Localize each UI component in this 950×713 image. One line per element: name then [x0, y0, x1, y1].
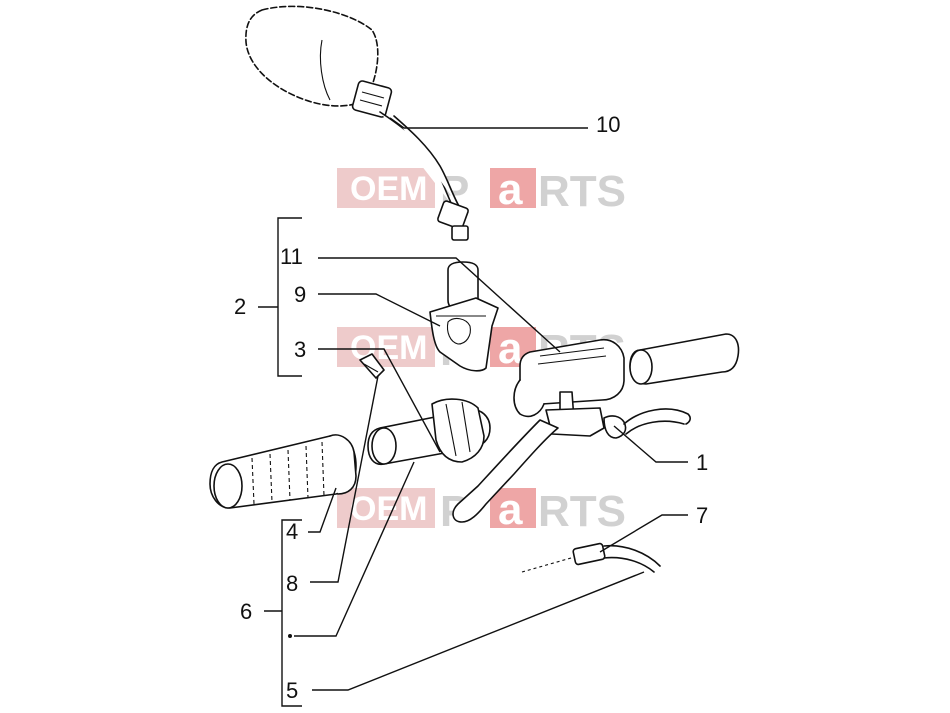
- bolt-part: [359, 353, 385, 379]
- callout-4: 4: [286, 519, 298, 544]
- switch-housing-part: [429, 261, 499, 372]
- mirror-part: [245, 5, 469, 241]
- watermark-a: a: [498, 324, 523, 373]
- callout-1: 1: [696, 450, 708, 475]
- callout-7: 7: [696, 503, 708, 528]
- brake-lever-part: [452, 419, 559, 523]
- handlebar-part: [367, 398, 491, 466]
- callout-6: 6: [240, 599, 252, 624]
- watermark-top: OEM P a RTS: [337, 165, 626, 216]
- callout-8: 8: [286, 571, 298, 596]
- leader-lines: [294, 117, 688, 691]
- watermark-a: a: [498, 485, 523, 534]
- bracket-2: [258, 217, 302, 377]
- watermark-rts: RTS: [538, 487, 626, 536]
- callout-10: 10: [596, 112, 620, 137]
- callout-2: 2: [234, 294, 246, 319]
- watermark-oem: OEM: [350, 490, 427, 528]
- watermark-bottom: OEM P a RTS: [337, 485, 626, 536]
- callout-11: 11: [280, 244, 303, 269]
- watermark-oem: OEM: [350, 170, 427, 208]
- watermark-rts: RTS: [538, 167, 626, 216]
- callout-9: 9: [294, 282, 306, 307]
- callout-5: 5: [286, 678, 298, 703]
- cable-part: [521, 542, 661, 573]
- bracket-6: [264, 519, 302, 707]
- watermark-a: a: [498, 165, 523, 214]
- left-grip-part: [209, 434, 357, 509]
- right-grip-part: [629, 333, 740, 385]
- callout-3: 3: [294, 337, 306, 362]
